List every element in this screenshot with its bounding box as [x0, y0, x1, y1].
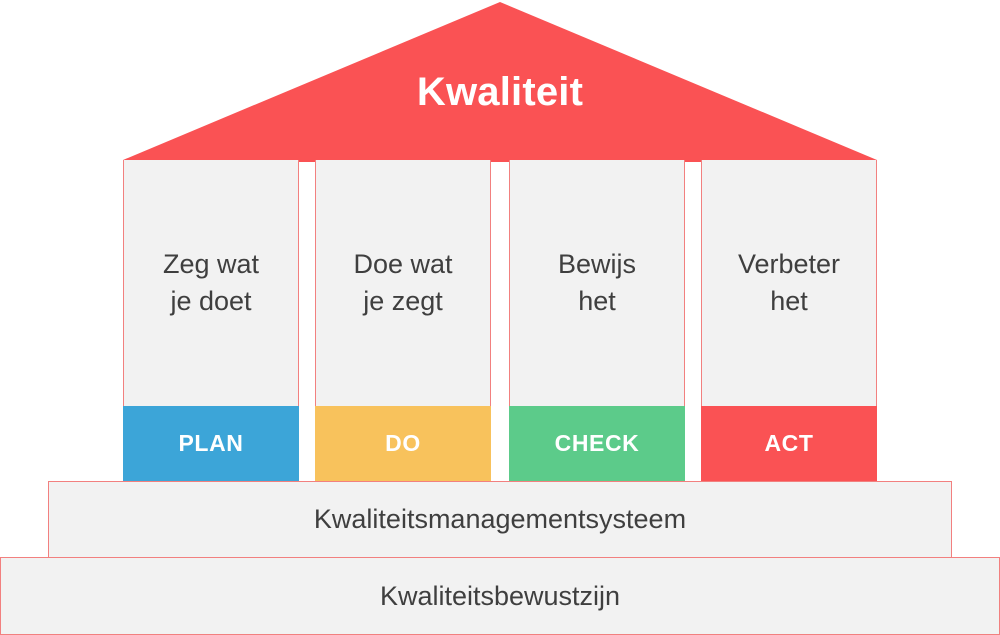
pillar-act-text: Verbeter het [737, 248, 841, 316]
pdca-label-plan: PLAN [178, 430, 244, 456]
pdca-label-check: CHECK [554, 430, 640, 456]
roof: Kwaliteit [0, 0, 1000, 162]
pdca-label-act: ACT [764, 430, 814, 456]
pillar-do[interactable]: Doe wat je zegt [315, 160, 491, 406]
base-layer-qms-text: Kwaliteitsmanagementsysteem [313, 504, 687, 534]
pillar-check[interactable]: Bewijs het [509, 160, 685, 406]
pdca-bar-plan[interactable]: PLAN [123, 406, 299, 481]
pdca-label-do: DO [385, 430, 421, 456]
pillar-act[interactable]: Verbeter het [701, 160, 877, 406]
roof-shape [123, 2, 877, 162]
pillar-check-text: Bewijs het [557, 248, 637, 316]
pdca-bar-act[interactable]: ACT [701, 406, 877, 481]
pdca-bar-check[interactable]: CHECK [509, 406, 685, 481]
pillar-do-text: Doe wat je zegt [353, 248, 453, 316]
pillar-plan[interactable]: Zeg wat je doet [123, 160, 299, 406]
pdca-bar-do[interactable]: DO [315, 406, 491, 481]
base-layer-quality-awareness[interactable]: Kwaliteitsbewustzijn [0, 557, 1000, 635]
pillar-plan-text: Zeg wat je doet [162, 248, 260, 316]
roof-title: Kwaliteit [416, 70, 584, 114]
base-layer-awareness-text: Kwaliteitsbewustzijn [379, 580, 621, 611]
base-layer-quality-management-system[interactable]: Kwaliteitsmanagementsysteem [48, 481, 952, 558]
